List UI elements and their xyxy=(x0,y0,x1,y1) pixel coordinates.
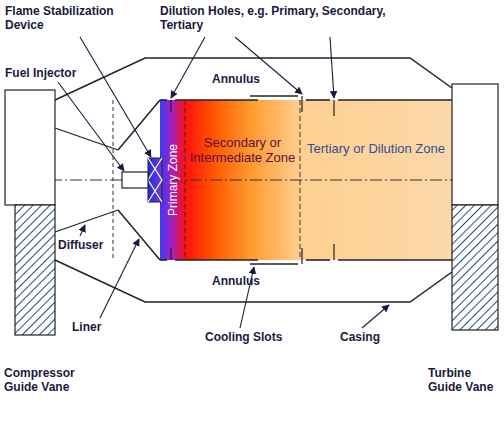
part-label: Annulus xyxy=(212,72,260,86)
primary-zone: Primary Zone xyxy=(161,101,185,259)
leader-line xyxy=(58,37,389,328)
part-label: Flame Stabilization Device xyxy=(5,4,135,32)
zone-label: Tertiary or Dilution Zone xyxy=(307,141,445,156)
zone-label: Primary Zone xyxy=(166,144,181,216)
part-label: Cooling Slots xyxy=(205,330,282,344)
swirler-cross xyxy=(148,158,162,202)
compressor-vane-hatch xyxy=(15,205,55,335)
liner-dome xyxy=(118,100,160,150)
part-label: Fuel Injector xyxy=(5,66,76,80)
tertiary-zone: Tertiary or Dilution Zone xyxy=(301,118,451,178)
zone-label: Secondary or Intermediate Zone xyxy=(186,135,299,165)
station-line xyxy=(113,100,114,260)
part-label: Diffuser xyxy=(58,238,103,252)
zone-boundary xyxy=(185,100,186,260)
liner-dome xyxy=(118,210,160,260)
fuel-injector xyxy=(122,172,148,188)
centerline xyxy=(30,180,495,181)
part-label: Casing xyxy=(340,330,380,344)
part-label: Annulus xyxy=(212,274,260,288)
turbine-vane-hatch xyxy=(452,205,498,330)
part-label: Turbine Guide Vane xyxy=(428,366,500,394)
part-label: Dilution Holes, e.g. Primary, Secondary,… xyxy=(160,4,400,32)
dilution-jet xyxy=(171,96,334,264)
casing xyxy=(55,260,452,302)
diffuser-wall xyxy=(55,128,118,150)
turbine-vane-top xyxy=(452,84,498,205)
swirler xyxy=(148,158,162,202)
zone-boundary xyxy=(300,100,301,260)
casing xyxy=(55,58,452,100)
part-label: Liner xyxy=(72,320,101,334)
compressor-vane-top xyxy=(5,90,55,205)
diffuser-wall xyxy=(55,210,118,232)
liner xyxy=(160,96,452,264)
part-label: Compressor Guide Vane xyxy=(4,366,104,394)
secondary-zone: Secondary or Intermediate Zone xyxy=(186,110,299,190)
